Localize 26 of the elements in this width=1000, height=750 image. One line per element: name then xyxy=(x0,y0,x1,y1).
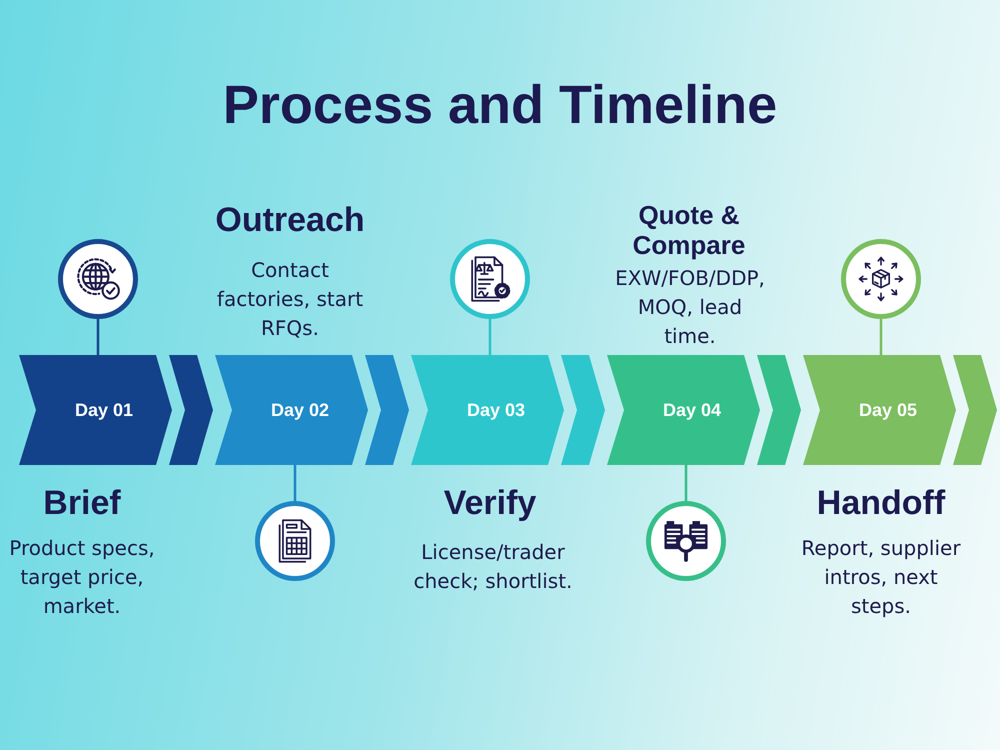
day-label: Day 03 xyxy=(466,399,526,421)
step-title: Quote & Compare xyxy=(632,200,746,260)
day-label: Day 01 xyxy=(74,399,134,421)
chevron-arrow xyxy=(953,355,997,465)
step-description: Report, supplier intros, next steps. xyxy=(800,535,962,620)
chevron-arrow xyxy=(757,355,801,465)
step-description: Contact factories, start RFQs. xyxy=(216,257,364,342)
step-title: Outreach xyxy=(215,200,365,240)
chevron-arrow xyxy=(561,355,605,465)
connector-line xyxy=(96,319,100,355)
connector-line xyxy=(684,465,688,501)
step-description: EXW/FOB/DDP, MOQ, lead time. xyxy=(614,265,766,350)
diagram-title: Process and Timeline xyxy=(222,74,778,136)
day-label: Day 02 xyxy=(270,399,330,421)
step-title: Verify xyxy=(444,483,536,523)
connector-line xyxy=(294,465,296,501)
chevron-arrow xyxy=(169,355,213,465)
connector-line xyxy=(880,319,882,355)
step-description: License/trader check; shortlist. xyxy=(412,539,574,595)
step-title: Brief xyxy=(43,483,121,523)
chevron-arrow xyxy=(365,355,409,465)
connector-line xyxy=(488,319,492,355)
step-description: Product specs, target price, market. xyxy=(8,535,156,620)
day-label: Day 04 xyxy=(662,399,722,421)
day-label: Day 05 xyxy=(858,399,918,421)
step-title: Handoff xyxy=(816,483,946,523)
